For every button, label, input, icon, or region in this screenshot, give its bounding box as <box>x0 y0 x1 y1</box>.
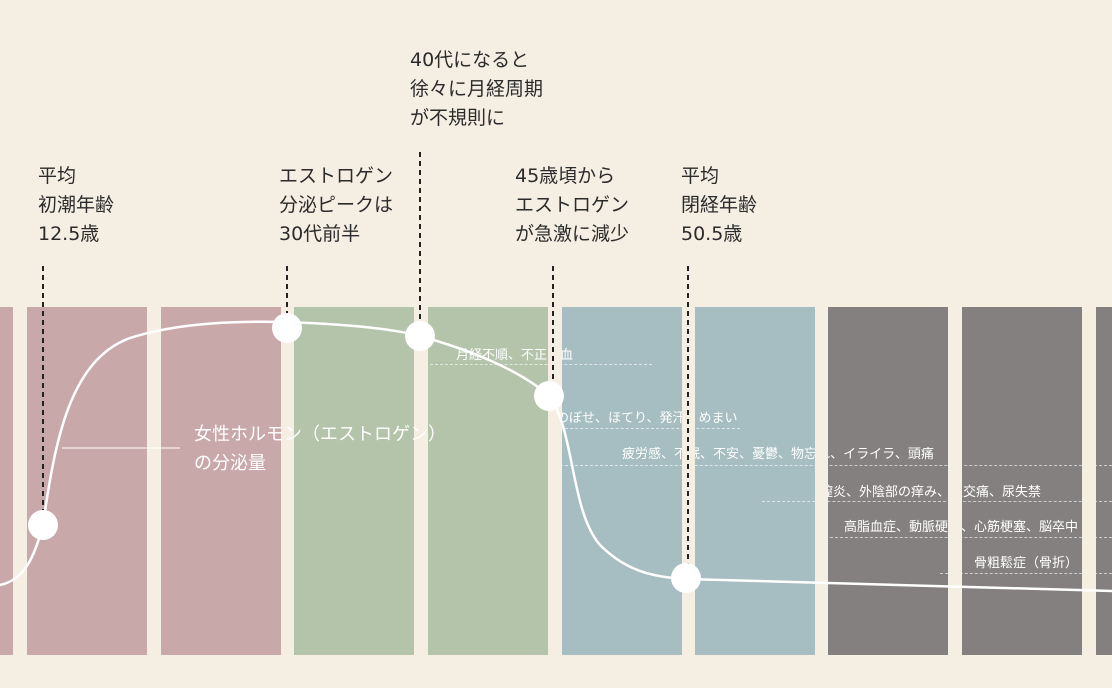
marker-menarche <box>28 510 58 540</box>
symptom-underline <box>762 501 1112 502</box>
column-gap <box>815 307 828 655</box>
symptom-underline <box>940 573 1112 574</box>
age-column-gray <box>962 307 1082 655</box>
symptom-underline <box>560 428 740 429</box>
age-column-gray <box>828 307 948 655</box>
age-column-green <box>294 307 414 655</box>
annotation-irregular: 40代になると 徐々に月経周期 が不規則に <box>410 49 544 129</box>
annotation-peak: エストロゲン 分泌ピークは 30代前半 <box>279 165 394 245</box>
annotation-menarche: 平均 初潮年齢 12.5歳 <box>38 165 115 245</box>
age-column-pink <box>27 307 147 655</box>
annotation-menopause: 平均 閉経年齢 50.5歳 <box>681 165 758 245</box>
column-gap <box>281 307 294 655</box>
symptom-mental: 疲労感、不眠、不安、憂鬱、物忘れ、イライラ、頭痛 <box>622 447 934 462</box>
annotation-decline: 45歳頃から エストロゲン が急激に減少 <box>515 165 630 245</box>
estrogen-curve <box>0 320 1112 593</box>
age-column-blue <box>695 307 815 655</box>
marker-peak <box>272 313 302 343</box>
marker-irregular <box>405 321 435 351</box>
curve-label: 女性ホルモン（エストロゲン） の分泌量 <box>194 424 446 474</box>
column-gap <box>1082 307 1096 655</box>
age-column-blue <box>562 307 682 655</box>
age-column-pink <box>161 307 281 655</box>
marker-decline <box>534 381 564 411</box>
column-gap <box>414 307 428 655</box>
age-column-green <box>428 307 548 655</box>
column-gap <box>948 307 962 655</box>
symptom-osteoporosis: 骨粗鬆症（骨折） <box>974 556 1079 571</box>
symptom-underline <box>560 465 1112 466</box>
age-column-pink <box>0 307 13 655</box>
marker-menopause <box>671 563 701 593</box>
symptom-underline <box>820 537 1112 538</box>
pointer-lines <box>42 152 689 578</box>
symptom-urogenital: 膣炎、外陰部の痒み、性交痛、尿失禁 <box>820 485 1042 500</box>
age-column-gray <box>1096 307 1112 655</box>
symptom-underline <box>430 364 652 365</box>
